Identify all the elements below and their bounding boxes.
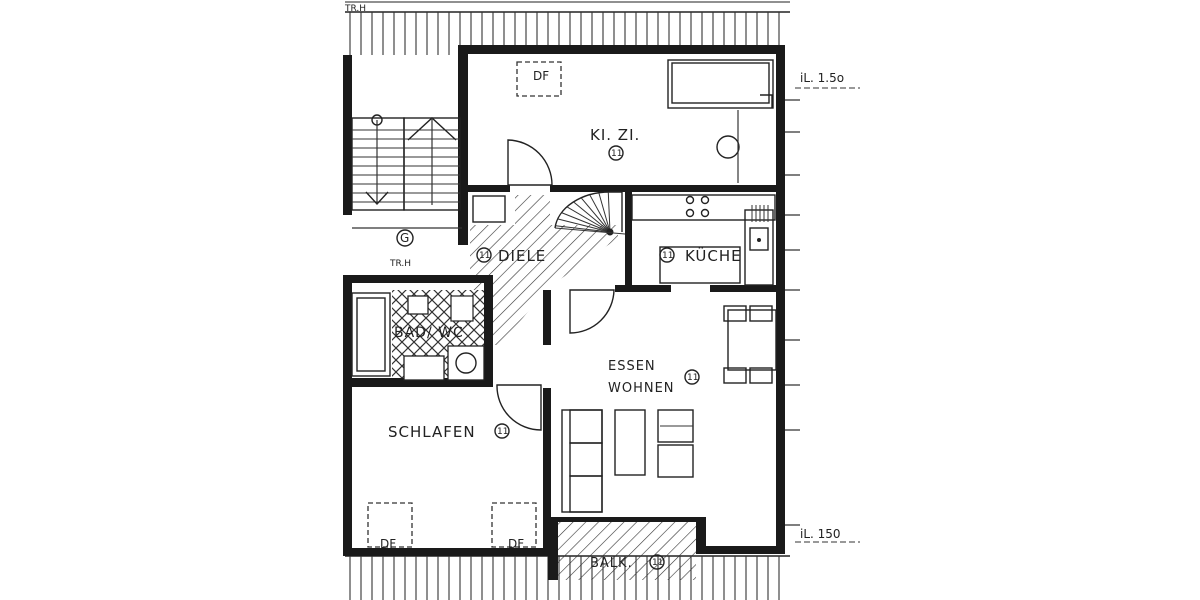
svg-text:iL. 150: iL. 150	[800, 527, 841, 541]
skylight-label-right: DF	[508, 537, 524, 551]
living-room-furniture	[561, 409, 694, 513]
skylight-label-kizi: DF	[533, 69, 549, 83]
hall-hatch	[470, 195, 618, 345]
room-label-essen: ESSEN	[608, 359, 656, 374]
svg-text:11: 11	[687, 373, 698, 383]
skylight-schlafen-right	[491, 502, 537, 548]
height-note-top: iL. 1.5o	[795, 71, 860, 89]
landing-area	[352, 195, 506, 229]
height-note-bottom: iL. 150	[795, 527, 860, 543]
dining-table	[723, 305, 777, 384]
room-number-balkon: 11	[649, 554, 665, 570]
room-number-kueche: 11	[659, 247, 675, 263]
room-label-balkon: BALK.	[590, 556, 633, 571]
room-label-schlafen: SCHLAFEN	[388, 423, 476, 441]
svg-text:11: 11	[497, 427, 508, 437]
svg-text:11: 11	[652, 558, 663, 568]
stair-label-top: TR.H	[344, 4, 366, 14]
room-number-schlafen: 11	[494, 423, 510, 439]
staircase	[351, 114, 461, 211]
room-label-g: G	[400, 231, 409, 245]
svg-text:11: 11	[662, 251, 673, 261]
kitchen-furniture	[631, 194, 776, 286]
svg-text:11: 11	[611, 149, 622, 159]
skylight-schlafen-left	[367, 502, 413, 548]
door-swings	[496, 139, 615, 431]
room-label-wohnen: WOHNEN	[608, 381, 675, 396]
room-marker-g	[396, 229, 414, 247]
room-label-kinderzimmer: KI. ZI.	[590, 126, 640, 144]
svg-text:iL. 1.5o: iL. 1.5o	[800, 71, 844, 85]
room-number-essen-wohnen: 11	[684, 369, 700, 385]
spiral-stair	[554, 191, 626, 236]
room-label-bad-wc: BAD/ WC	[394, 325, 464, 341]
kids-room-furniture	[516, 59, 774, 183]
svg-text:11: 11	[479, 251, 490, 261]
room-label-kueche: KÜCHE	[685, 246, 742, 265]
roof-eave-top	[345, 1, 790, 55]
balcony-hatch	[558, 522, 696, 580]
stair-label-lower: TR.H	[389, 259, 411, 269]
bathroom-fixtures	[351, 292, 485, 381]
walls	[343, 45, 785, 580]
skylight-label-left: DF	[380, 537, 396, 551]
room-number-diele: 11	[476, 247, 492, 263]
room-number-kinderzimmer: 11	[608, 145, 624, 161]
room-label-diele: DIELE	[498, 247, 546, 265]
